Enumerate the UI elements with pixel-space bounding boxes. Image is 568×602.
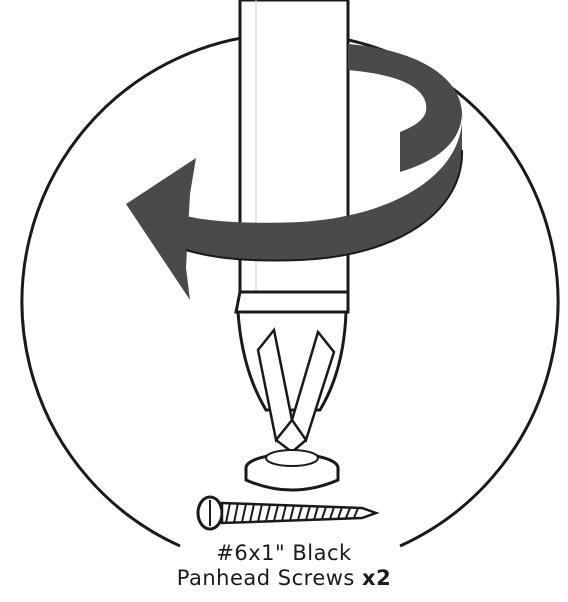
screw-type-label: Panhead Screws x2 bbox=[0, 566, 568, 590]
quantity-label: x2 bbox=[362, 566, 391, 590]
screw-spec-label: #6x1" Black bbox=[0, 541, 568, 565]
screw-type-text: Panhead Screws bbox=[177, 566, 362, 590]
screw-head-icon bbox=[246, 450, 338, 490]
panhead-screw-icon bbox=[198, 497, 376, 529]
